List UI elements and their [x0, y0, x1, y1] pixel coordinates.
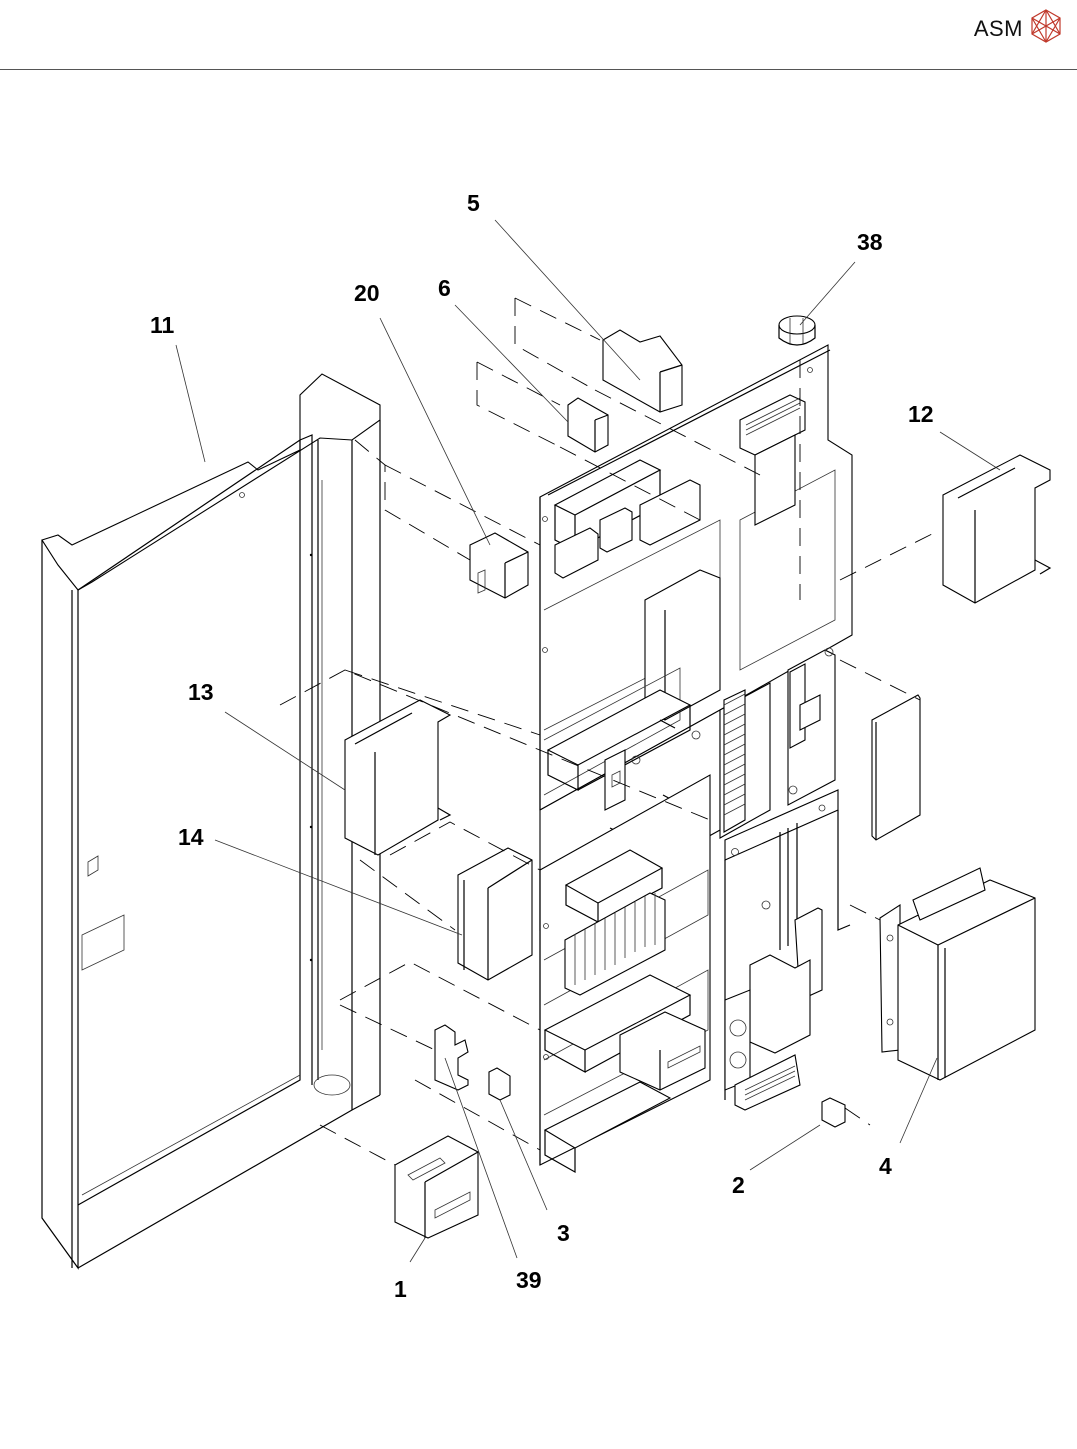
callout-20: 20 [354, 280, 380, 306]
callout-12: 12 [908, 401, 934, 427]
hinge-rail-section [725, 790, 850, 1110]
part-38-push-button [779, 316, 815, 345]
part-12-cover [943, 455, 1050, 603]
callout-5: 5 [467, 190, 480, 216]
callout-38: 38 [857, 229, 883, 255]
callout-1: 1 [394, 1276, 407, 1302]
part-3-end-stop [489, 1068, 510, 1100]
circuit-board-right [872, 695, 920, 840]
part-4-enclosure [880, 868, 1035, 1080]
callout-6: 6 [438, 275, 451, 301]
part-13-cover [345, 700, 450, 855]
part-14-power-supply [458, 848, 532, 980]
callout-11: 11 [150, 312, 175, 338]
part-20-connector [470, 533, 528, 598]
part-39-bracket [435, 1025, 468, 1090]
part-6-relay [477, 362, 608, 452]
callout-3: 3 [557, 1220, 570, 1246]
callout-39: 39 [516, 1267, 542, 1293]
part-1-controller-module [395, 1136, 478, 1238]
callout-13: 13 [188, 679, 214, 705]
callout-4: 4 [879, 1153, 892, 1179]
part-11-cabinet-door [42, 374, 380, 1268]
part-2-end-stop [822, 1098, 845, 1127]
callout-14: 14 [178, 824, 204, 850]
callout-2: 2 [732, 1172, 745, 1198]
